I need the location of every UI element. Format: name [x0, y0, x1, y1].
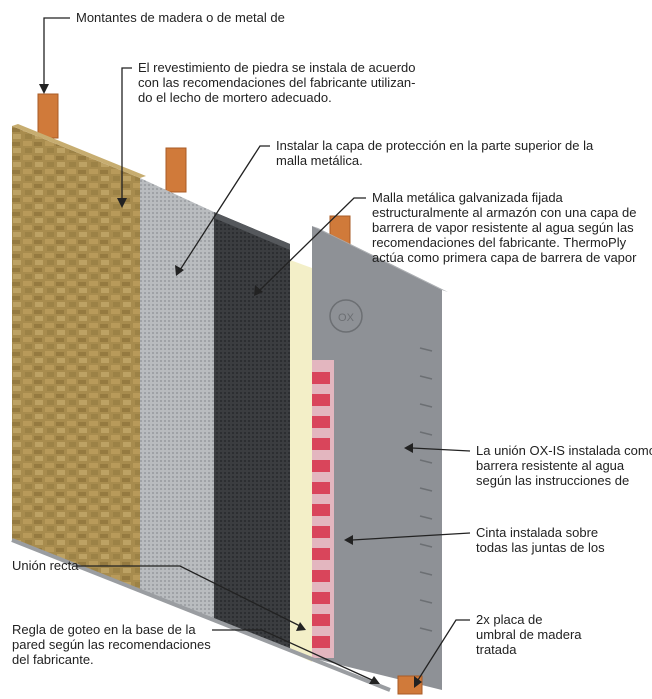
sill-plate-label: 2x placa de umbral de madera tratada: [476, 612, 582, 657]
seam-tape: [308, 360, 334, 658]
vapor-barrier-strip: [290, 260, 312, 662]
stone-veneer-label: El revestimiento de piedra se instala de…: [138, 60, 416, 105]
sheathing-board: [312, 226, 442, 690]
weep-screed: [11, 538, 391, 692]
board-tick-marks: [419, 347, 433, 632]
leader-lines: [43, 17, 471, 681]
weep-screed-label: Regla de goteo en la base de la pared se…: [12, 622, 211, 667]
metal-lath-panel: [140, 178, 214, 622]
dark-lath-panel: [214, 212, 290, 652]
board-logo: OX: [329, 299, 363, 333]
ox-is-seam-label: La unión OX-IS instalada como barrera re…: [476, 443, 652, 488]
stud-2: [165, 147, 187, 193]
straight-seam-label: Unión recta: [12, 558, 79, 573]
stud-1: [37, 93, 59, 139]
studs-label: Montantes de madera o de metal de: [76, 10, 285, 25]
stone-veneer-panel: [12, 126, 140, 592]
metal-lath-label: Malla metálica galvanizada fijada estruc…: [372, 190, 637, 265]
protection-layer-label: Instalar la capa de protección en la par…: [276, 138, 594, 168]
tape-label: Cinta instalada sobre todas las juntas d…: [476, 525, 605, 555]
leader-arrowheads: [39, 84, 422, 688]
svg-text:OX: OX: [338, 312, 355, 324]
